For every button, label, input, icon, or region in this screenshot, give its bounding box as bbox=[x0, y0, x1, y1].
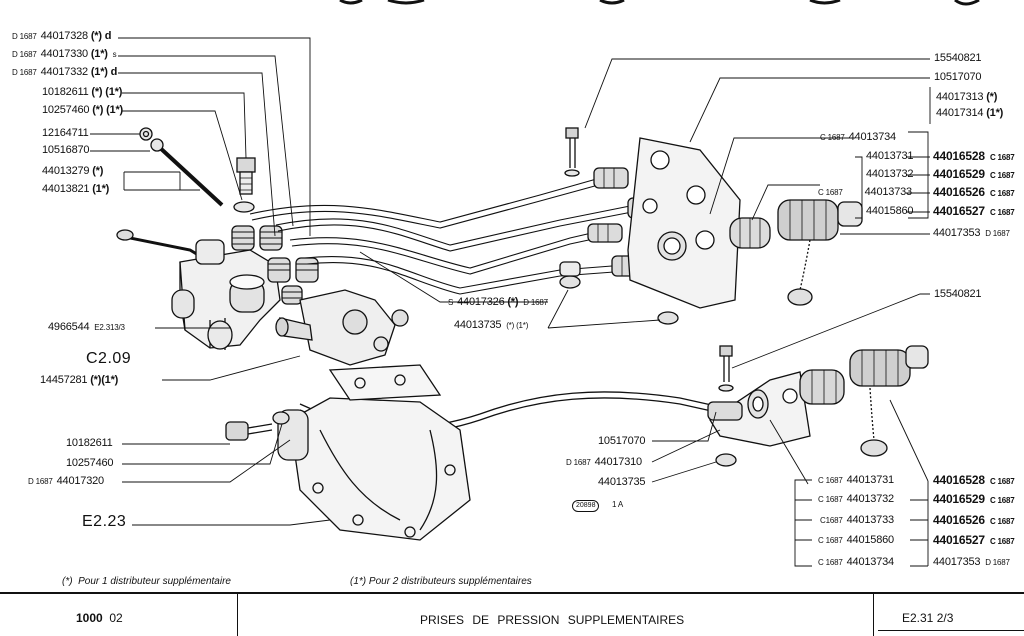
section-ref-label: C2.09 bbox=[86, 350, 132, 367]
page-reference: E2.31 2/3 bbox=[902, 611, 954, 625]
part-label: 44015860 bbox=[866, 205, 914, 217]
part-label: 15540821 bbox=[934, 288, 982, 300]
part-label: 44016527 C 1687 bbox=[933, 533, 1015, 547]
footnote-1: (*) Pour 1 distributeur supplémentaire bbox=[62, 576, 231, 587]
part-label: 44013731 bbox=[866, 150, 914, 162]
part-label: 15540821 bbox=[934, 52, 982, 64]
part-label: 44017353 D 1687 bbox=[933, 227, 1010, 239]
part-label: 10517070 bbox=[598, 435, 646, 447]
part-label: 10516870 bbox=[42, 144, 90, 156]
part-label: 44016529 C 1687 bbox=[933, 167, 1015, 181]
part-label: 44013279 (*) bbox=[42, 165, 104, 177]
part-label: 10182611 bbox=[66, 437, 113, 449]
part-label: 10257460 bbox=[66, 457, 114, 469]
part-label: 44013732 bbox=[866, 168, 914, 180]
part-label: 44017313 (*) bbox=[936, 91, 998, 103]
part-label: 44016526 C 1687 bbox=[933, 513, 1015, 527]
part-label: 14457281 (*)(1*) bbox=[40, 374, 119, 386]
title-block-border bbox=[0, 592, 1024, 594]
part-label: 44013735 bbox=[598, 476, 646, 488]
part-label: 44016526 C 1687 bbox=[933, 185, 1015, 199]
part-label: 12164711 bbox=[42, 127, 89, 139]
part-label: 44017353 D 1687 bbox=[933, 556, 1010, 568]
part-label: 44013735 (*) (1*) bbox=[454, 319, 529, 331]
part-label: 44016529 C 1687 bbox=[933, 492, 1015, 506]
section-ref-label: E2.23 bbox=[82, 513, 127, 530]
page-title: PRISES DE PRESSION SUPPLEMENTAIRES bbox=[420, 613, 685, 627]
title-block-divider bbox=[878, 630, 1024, 631]
part-label: 10182611 (*) (1*) bbox=[42, 86, 123, 98]
drawing-stamp: 20898 bbox=[572, 500, 600, 512]
title-block-divider bbox=[237, 592, 238, 636]
part-label: 44017314 (1*) bbox=[936, 107, 1004, 119]
model-number: 1000 02 bbox=[76, 611, 123, 625]
title-block-divider bbox=[873, 592, 874, 636]
part-label: 4966544 E2.313/3 bbox=[48, 321, 125, 333]
drawing-ref: 1 A bbox=[612, 500, 623, 509]
part-label: 10517070 bbox=[934, 71, 982, 83]
footnote-2: (1*) Pour 2 distributeurs supplémentaire… bbox=[350, 576, 532, 587]
part-label: 44013821 (1*) bbox=[42, 183, 110, 195]
part-label: 44016528 C 1687 bbox=[933, 149, 1015, 163]
part-label: 44016527 C 1687 bbox=[933, 204, 1015, 218]
part-label: 10257460 (*) (1*) bbox=[42, 104, 123, 116]
part-label: 44016528 C 1687 bbox=[933, 473, 1015, 487]
